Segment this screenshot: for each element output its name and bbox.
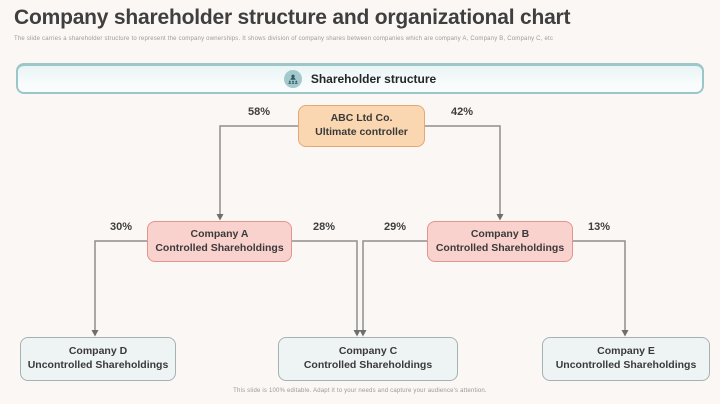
- footer-note: This slide is 100% editable. Adapt it to…: [233, 388, 487, 394]
- node-subtitle: Controlled Shareholdings: [303, 359, 433, 371]
- edge-label-company-b-to-company-c: 29%: [383, 221, 407, 233]
- node-subtitle: Uncontrolled Shareholdings: [27, 359, 169, 371]
- node-subtitle: Controlled Shareholdings: [155, 241, 284, 254]
- node-abc-ltd: ABC Ltd Co. Ultimate controller: [298, 105, 425, 147]
- node-title: Company D: [68, 345, 128, 358]
- node-company-d: Company D Uncontrolled Shareholdings: [20, 337, 176, 381]
- arrowhead-company-c-right: [359, 330, 367, 337]
- edge-company-a-to-company-c: [292, 240, 358, 330]
- edge-abc-to-company-a: [219, 125, 298, 215]
- edge-label-company-a-to-company-d: 30%: [109, 221, 133, 233]
- node-company-a: Company A Controlled Shareholdings: [147, 221, 292, 262]
- section-banner: Shareholder structure: [16, 63, 704, 94]
- node-title: ABC Ltd Co.: [330, 112, 393, 125]
- node-subtitle: Controlled Shareholdings: [435, 241, 565, 254]
- edge-company-a-to-company-d: [94, 240, 147, 330]
- edge-label-abc-to-company-a: 58%: [247, 106, 271, 118]
- node-title: Company A: [190, 227, 249, 240]
- edge-label-abc-to-company-b: 42%: [450, 106, 474, 118]
- node-company-c: Company C Controlled Shareholdings: [278, 337, 458, 381]
- arrowhead-company-e: [621, 330, 629, 337]
- arrowhead-company-a: [216, 214, 224, 221]
- people-icon: [283, 70, 302, 88]
- edge-label-company-b-to-company-e: 13%: [587, 221, 611, 233]
- node-title: Company B: [470, 227, 530, 240]
- node-company-e: Company E Uncontrolled Shareholdings: [542, 337, 710, 381]
- edge-label-company-a-to-company-c: 28%: [312, 221, 336, 233]
- node-subtitle: Uncontrolled Shareholdings: [555, 359, 697, 371]
- banner-label: Shareholder structure: [310, 72, 437, 86]
- page-subtitle: The slide carries a shareholder structur…: [14, 36, 554, 42]
- node-title: Company E: [597, 345, 655, 358]
- edge-company-b-to-company-c: [362, 240, 427, 330]
- arrowhead-company-b: [496, 214, 504, 221]
- arrowhead-company-c-left: [353, 330, 361, 337]
- node-subtitle: Ultimate controller: [315, 126, 408, 138]
- node-company-b: Company B Controlled Shareholdings: [427, 221, 573, 262]
- edge-company-b-to-company-e: [573, 240, 626, 330]
- edge-abc-to-company-b: [425, 125, 501, 215]
- node-title: Company C: [338, 345, 398, 358]
- page-title: Company shareholder structure and organi…: [14, 6, 571, 29]
- arrowhead-company-d: [91, 330, 99, 337]
